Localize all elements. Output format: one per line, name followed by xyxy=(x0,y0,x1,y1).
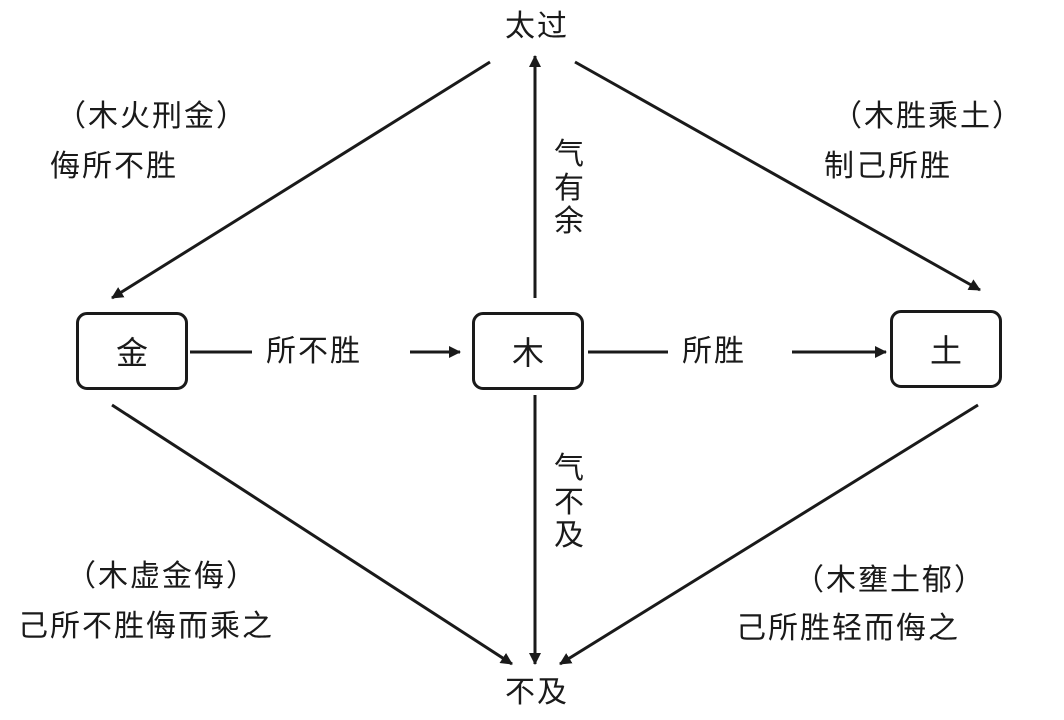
node-wood: 木 xyxy=(472,312,584,390)
annotation-bottom-left-text: 己所不胜侮而乘之 xyxy=(18,609,274,644)
pole-top-label: 太过 xyxy=(505,9,569,44)
annotation-top-right-text: 制己所胜 xyxy=(824,149,952,184)
arrow-right-to-bottom xyxy=(559,403,979,666)
node-metal: 金 xyxy=(76,312,188,390)
node-earth-label: 土 xyxy=(929,332,962,370)
arrow-top-to-right xyxy=(574,60,981,292)
edge-label-up: 气有余 xyxy=(554,137,584,240)
arrow-top-to-left xyxy=(111,60,491,300)
annotation-bottom-right-text: 己所胜轻而侮之 xyxy=(736,611,960,646)
node-wood-label: 木 xyxy=(511,334,544,372)
arrow-left-to-bottom xyxy=(111,403,513,666)
edge-label-left-to-center: 所不胜 xyxy=(266,334,362,369)
annotation-top-left-text: 侮所不胜 xyxy=(50,149,178,184)
annotation-bottom-left-note: （木虚金侮） xyxy=(66,559,258,594)
edge-label-center-to-right: 所胜 xyxy=(682,334,746,369)
annotation-top-right-note: （木胜乘土） xyxy=(832,99,1024,134)
edge-label-down: 气不及 xyxy=(554,451,584,554)
node-metal-label: 金 xyxy=(115,334,148,372)
annotation-bottom-right-note: （木壅土郁） xyxy=(794,563,986,598)
annotation-top-left-note: （木火刑金） xyxy=(56,99,248,134)
pole-bottom-label: 不及 xyxy=(505,675,569,710)
node-earth: 土 xyxy=(890,310,1002,388)
